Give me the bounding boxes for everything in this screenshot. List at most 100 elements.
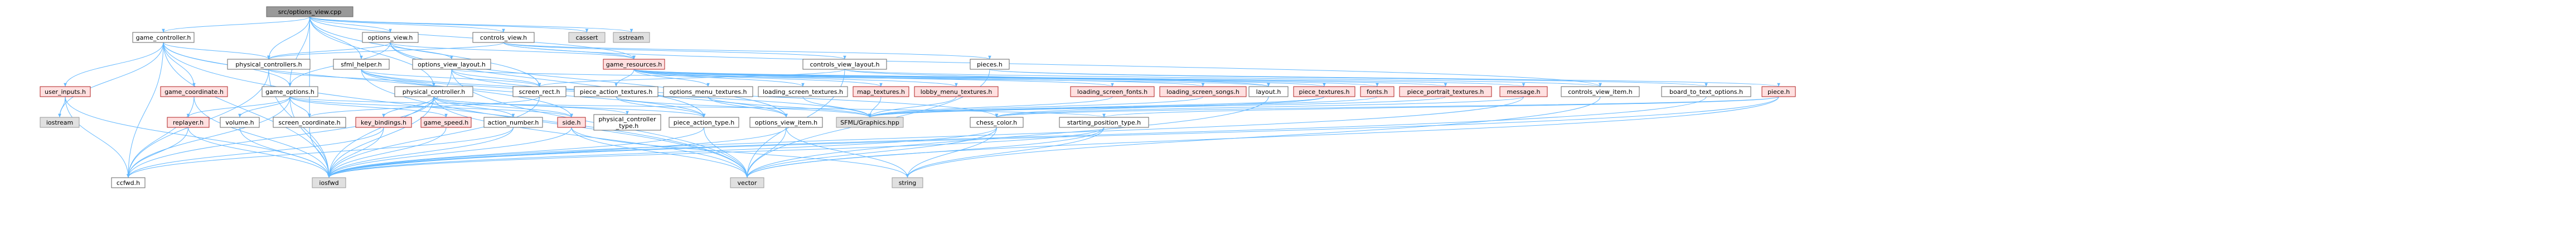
node-box <box>472 32 535 43</box>
edge-pieces_h-to-piece_h <box>989 69 1780 87</box>
edge-physical_controllers_h-to-physical_controller_h <box>268 69 435 87</box>
edge-action_number_h-to-ccfwd_h <box>127 127 514 178</box>
node-sfml-helper-h[interactable]: sfml_helper.h <box>333 59 390 70</box>
edge-game_resources_h-to-options_menu_textures_h <box>633 69 710 87</box>
node-key-bindings-h: key_bindings.h <box>355 117 412 128</box>
node-starting-position-type-h[interactable]: starting_position_type.h <box>1059 117 1149 128</box>
edge-game_options_h-to-side_h <box>289 96 573 118</box>
node-chess-color-h[interactable]: chess_color.h <box>970 117 1024 128</box>
edge-options_view_item_h-to-iosfwd <box>327 127 787 178</box>
edge-key_bindings_h-to-iosfwd <box>327 127 384 178</box>
node-physical-controller-h[interactable]: physical_controller.h <box>394 86 473 97</box>
edge-screen_rect_h-to-iosfwd <box>327 96 540 178</box>
node-options-view-item-h[interactable]: options_view_item.h <box>749 117 823 128</box>
node-options-view-h[interactable]: options_view.h <box>362 32 419 43</box>
node-label: chess_color.h <box>976 119 1017 126</box>
node-piece-portrait-textures-h: piece_portrait_textures.h <box>1399 86 1492 97</box>
node-label: layout.h <box>1256 88 1281 96</box>
node-label: game_options.h <box>265 88 314 96</box>
node-label: user_inputs.h <box>45 88 86 96</box>
node-box <box>1248 86 1289 97</box>
edge-game_speed_h-to-iosfwd <box>327 127 447 178</box>
node-box <box>333 59 390 70</box>
node-box <box>669 117 739 128</box>
edge-game_controller_h-to-ccfwd_h <box>127 42 164 178</box>
edge-game_controller_h-to-physical_controllers_h <box>163 42 270 60</box>
edge-sfml_helper_h-to-vector <box>361 69 749 178</box>
edge-volume_h-to-iosfwd <box>239 127 331 178</box>
edge-key_bindings_h-to-ccfwd_h <box>127 127 384 178</box>
node-board-to-text-options-h[interactable]: board_to_text_options.h <box>1661 86 1751 97</box>
node-box <box>1661 86 1751 97</box>
node-label: controls_view_item.h <box>1568 88 1633 96</box>
node-ccfwd-h[interactable]: ccfwd.h <box>111 177 146 188</box>
node-options-view-layout-h[interactable]: options_view_layout.h <box>412 59 491 70</box>
node-physical-controller-type-h[interactable]: physical_controller_type.h <box>593 114 661 131</box>
node-box <box>483 117 543 128</box>
node-label: physical_controller <box>598 116 656 123</box>
node-vector: vector <box>730 177 764 188</box>
edge-options_view_h-to-physical_controllers_h <box>267 42 391 60</box>
edge-starting_position_type_h-to-iosfwd <box>327 127 1105 178</box>
node-label: _type.h <box>616 122 639 130</box>
node-label: loading_screen_textures.h <box>763 88 843 96</box>
node-iostream: iostream <box>40 117 80 128</box>
node-game-options-h[interactable]: game_options.h <box>262 86 318 97</box>
edge-root-to-controls_view_h <box>309 16 505 33</box>
node-label: action_number.h <box>488 119 539 126</box>
node-label: volume.h <box>225 119 254 126</box>
edge-message_h-to-chess_color_h <box>995 96 1524 118</box>
node-pieces-h[interactable]: pieces.h <box>970 59 1010 70</box>
node-map-textures-h: map_textures.h <box>853 86 909 97</box>
node-lobby-menu-textures-h: lobby_menu_textures.h <box>914 86 999 97</box>
edge-game_resources_h-to-loading_screen_textures_h <box>633 69 805 87</box>
node-box <box>1399 86 1492 97</box>
node-root[interactable]: src/options_view.cpp <box>266 6 354 17</box>
node-box <box>266 6 354 17</box>
edge-physical_controller_h-to-iosfwd <box>327 96 434 178</box>
dependency-edges <box>58 16 1780 178</box>
edge-chess_color_h-to-vector <box>745 127 997 178</box>
node-label: screen_rect.h <box>519 88 560 96</box>
node-controls-view-item-h[interactable]: controls_view_item.h <box>1561 86 1640 97</box>
node-loading-screen-textures-h[interactable]: loading_screen_textures.h <box>758 86 848 97</box>
node-controls-view-h[interactable]: controls_view.h <box>472 32 535 43</box>
node-box <box>593 114 661 131</box>
node-label: fonts.h <box>1367 88 1388 96</box>
node-box <box>273 117 346 128</box>
edge-root-to-game_controller_h <box>162 16 310 33</box>
edge-physical_controller_h-to-vector <box>433 96 749 178</box>
node-options-menu-textures-h[interactable]: options_menu_textures.h <box>663 86 753 97</box>
node-box <box>568 32 606 43</box>
edge-game_options_h-to-replayer_h <box>186 96 290 118</box>
node-label: sfml_helper.h <box>341 61 381 68</box>
node-label: starting_position_type.h <box>1067 119 1141 126</box>
node-box <box>394 86 473 97</box>
edge-user_inputs_h-to-iostream <box>58 96 66 118</box>
node-controls-view-layout-h[interactable]: controls_view_layout.h <box>802 59 887 70</box>
node-game-controller-h[interactable]: game_controller.h <box>132 32 195 43</box>
node-action-number-h[interactable]: action_number.h <box>483 117 543 128</box>
node-volume-h[interactable]: volume.h <box>220 117 260 128</box>
edge-physical_controller_h-to-side_h <box>433 96 573 118</box>
edge-physical_controller_h-to-ccfwd_h <box>127 96 434 178</box>
edge-piece_action_type_h-to-vector <box>704 127 749 178</box>
edge-game_coordinate_h-to-iosfwd <box>193 96 331 178</box>
node-label: replayer.h <box>173 119 204 126</box>
node-sstream: sstream <box>613 32 650 43</box>
node-label: game_speed.h <box>424 119 468 126</box>
node-layout-h[interactable]: layout.h <box>1248 86 1289 97</box>
node-box <box>1159 86 1247 97</box>
node-piece-action-type-h[interactable]: piece_action_type.h <box>669 117 739 128</box>
edge-starting_position_type_h-to-string <box>906 127 1105 178</box>
node-label: piece_textures.h <box>1299 88 1349 96</box>
edge-controls_view_layout_h-to-screen_rect_h <box>538 69 845 87</box>
node-screen-coordinate-h[interactable]: screen_coordinate.h <box>273 117 346 128</box>
node-physical-controllers-h[interactable]: physical_controllers.h <box>227 59 311 70</box>
node-box <box>1059 117 1149 128</box>
node-screen-rect-h[interactable]: screen_rect.h <box>512 86 566 97</box>
edge-piece_h-to-iosfwd <box>327 96 1779 178</box>
node-piece-action-textures-h[interactable]: piece_action_textures.h <box>574 86 658 97</box>
